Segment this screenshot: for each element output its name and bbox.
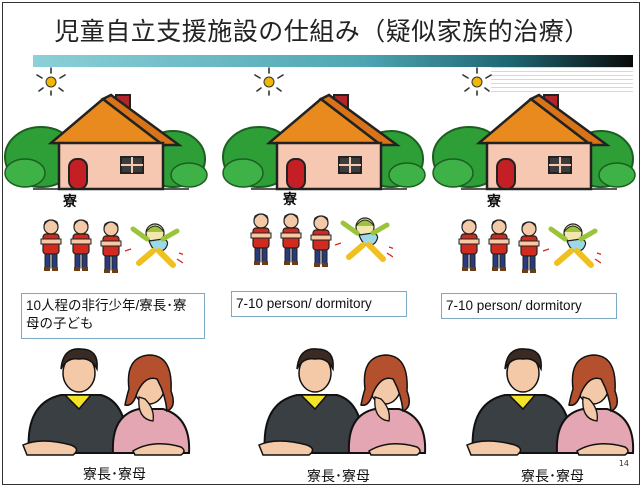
- house-parents-caption: 寮長･寮母: [307, 469, 370, 485]
- dorm-description: 10人程の非行少年/寮長･寮母の子ども: [21, 293, 205, 339]
- house-icon: [221, 93, 426, 191]
- dorm-label: 寮: [63, 194, 77, 210]
- house-icon: [3, 93, 208, 191]
- children-icon: [458, 219, 601, 274]
- title-accent-bar: [33, 55, 633, 67]
- slide-title: 児童自立支援施設の仕組み（疑似家族的治療）: [54, 17, 590, 46]
- dormitory-column-3: 寮 7-10 person/ dormitory 寮長･寮母: [431, 3, 639, 485]
- dormitory-column-1: 寮 10人程の非行少年/寮長･寮母の子ども 寮長･寮母: [3, 3, 213, 484]
- house-icon: [431, 93, 636, 191]
- decorative-stripes: [491, 67, 633, 93]
- children-icon: [250, 213, 393, 268]
- dorm-description: 7-10 person/ dormitory: [441, 293, 617, 319]
- page-number: 14: [618, 459, 629, 468]
- dorm-label: 寮: [283, 192, 297, 208]
- dorm-label: 寮: [487, 194, 501, 210]
- dorm-description: 7-10 person/ dormitory: [231, 291, 407, 317]
- house-parents-caption: 寮長･寮母: [83, 467, 146, 483]
- dormitory-column-2: 寮 7-10 person/ dormitory 寮長･寮母: [221, 3, 431, 485]
- couple-icon: [22, 347, 191, 456]
- couple-icon: [466, 347, 635, 456]
- house-parents-caption: 寮長･寮母: [521, 469, 584, 485]
- couple-icon: [258, 347, 427, 456]
- children-icon: [40, 219, 183, 274]
